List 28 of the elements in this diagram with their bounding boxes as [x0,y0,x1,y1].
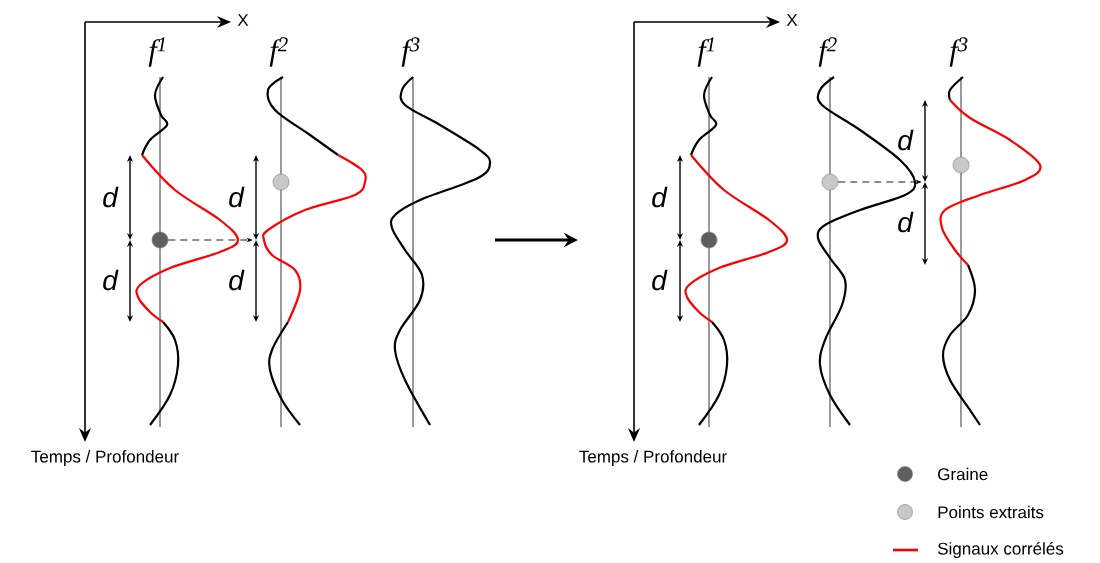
trace-label: f$^{2}$ [818,37,837,67]
trace-label: f$^{1}$ [148,37,165,67]
trace-label: f$^{1}$ [697,37,714,67]
dashed-arrow [167,238,253,242]
legend-label: Graine [938,467,988,481]
trace-label: f$^{3}$ [401,37,420,67]
distance-label: d [898,211,914,233]
data-point [272,173,290,191]
legend-label: Signaux corrélés [938,542,1064,559]
legend-label: Points extraits [938,505,1044,519]
distance-label: d [652,186,668,208]
data-point [700,231,718,249]
distance-label: d [652,269,668,291]
distance-label: d [103,269,119,291]
trace-label: f$^{3}$ [949,37,968,67]
data-point [821,173,839,191]
distance-label: d [229,269,245,291]
axis-label: X [786,14,798,26]
distance-label: d [898,129,914,151]
distance-label: d [229,186,245,208]
axis-label: Temps / Profondeur [579,450,727,466]
axis-label: Temps / Profondeur [31,450,179,466]
distance-label: d [103,186,119,208]
data-point [952,156,970,174]
axis-label: X [237,14,249,26]
data-point [151,231,169,249]
dashed-arrow [837,180,922,184]
trace-label: f$^{2}$ [269,37,288,67]
